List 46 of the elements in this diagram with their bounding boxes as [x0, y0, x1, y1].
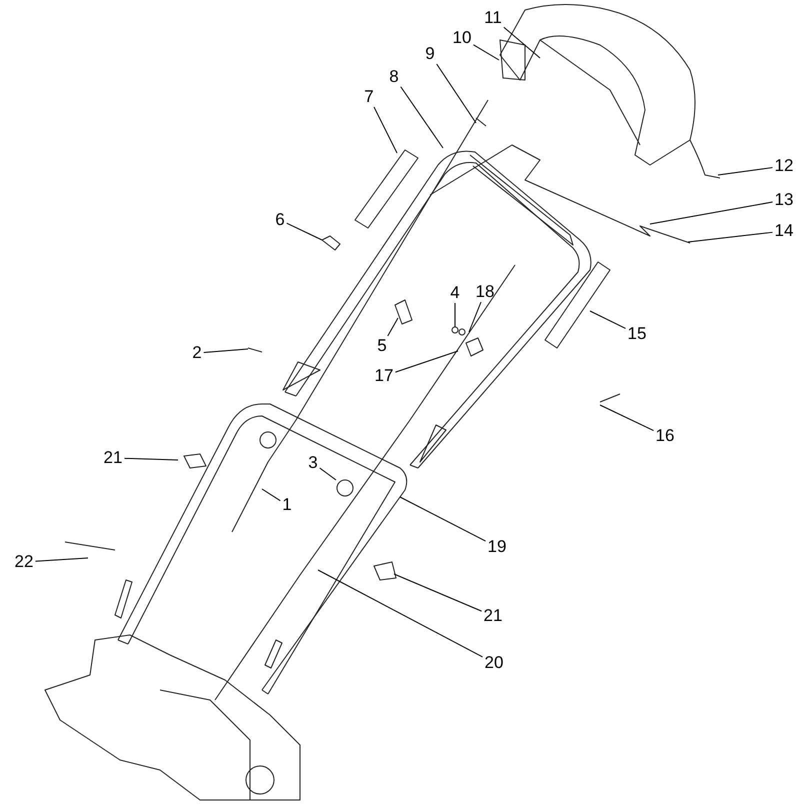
leader-line	[318, 570, 484, 658]
leader-line	[319, 467, 336, 480]
callout-number: 13	[774, 191, 794, 209]
callout-number: 21	[484, 607, 502, 625]
leader-line	[34, 558, 88, 562]
callout-number: 1	[282, 496, 292, 514]
callout-number: 11	[484, 9, 502, 27]
leader-line	[503, 26, 540, 58]
leader-line	[394, 574, 482, 612]
leader-line	[718, 167, 774, 176]
leader-line	[400, 86, 444, 148]
callout-number: 8	[389, 68, 399, 86]
callout-number: 10	[452, 29, 472, 47]
leader-line	[387, 318, 398, 336]
callout-number: 17	[374, 367, 394, 385]
callout-number: 5	[377, 337, 387, 355]
leader-line	[454, 302, 456, 328]
callout-number: 15	[628, 325, 646, 343]
callout-number: 21	[104, 449, 122, 467]
leader-line	[590, 310, 626, 329]
callout-number: 7	[364, 88, 374, 106]
callout-number: 4	[450, 284, 460, 302]
leader-line	[286, 222, 322, 240]
leader-line	[650, 202, 774, 224]
callout-number: 18	[476, 283, 494, 301]
callout-number: 9	[425, 45, 435, 63]
leader-line	[203, 348, 248, 353]
callout-number: 19	[488, 538, 506, 556]
callout-number: 12	[774, 157, 794, 175]
callout-number: 16	[656, 427, 674, 445]
callout-number: 22	[14, 553, 34, 571]
callout-number: 6	[275, 211, 285, 229]
leader-line	[468, 302, 482, 332]
leader-line	[472, 44, 500, 60]
callout-number: 20	[484, 654, 504, 672]
leader-line	[600, 404, 654, 432]
leader-line	[374, 106, 398, 154]
leader-line	[394, 350, 458, 373]
leader-line	[436, 64, 476, 124]
callout-number: 3	[308, 454, 318, 472]
leader-line	[124, 458, 178, 460]
callout-number: 2	[192, 344, 202, 362]
leader-line	[400, 496, 486, 542]
callout-number: 14	[774, 222, 794, 240]
leader-line	[262, 488, 281, 502]
leader-line	[688, 232, 774, 242]
